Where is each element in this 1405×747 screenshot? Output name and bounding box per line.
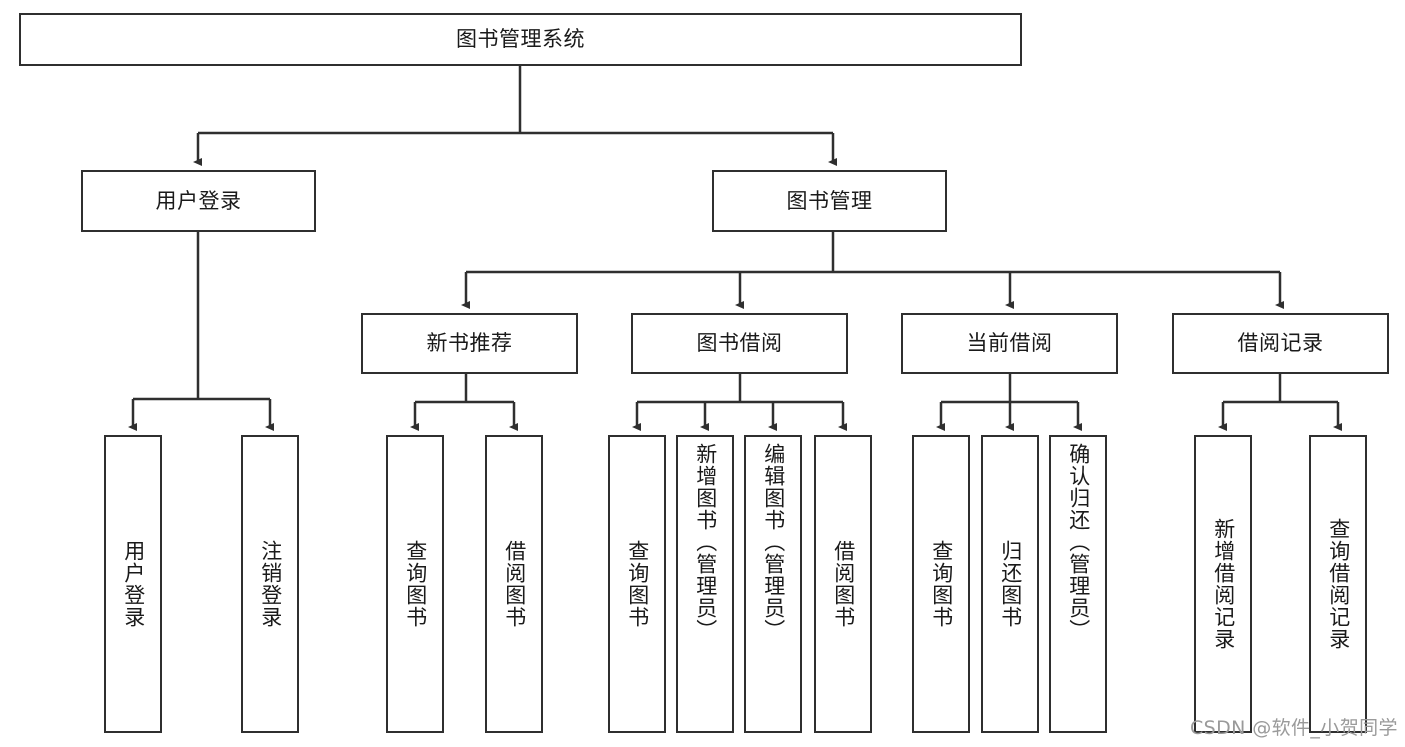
node-current-borrow[interactable]: 当前借阅 — [901, 313, 1118, 374]
node-borrow-record[interactable]: 借阅记录 — [1172, 313, 1389, 374]
leaf-query-borrow-record[interactable]: 查询借阅记录 — [1309, 435, 1367, 733]
node-book-management-label: 图书管理 — [786, 188, 873, 213]
leaf-edit-book-admin-label: 编辑图书（管理员） — [761, 443, 786, 641]
leaf-query-borrow-record-label: 查询借阅记录 — [1326, 518, 1351, 650]
node-user-login[interactable]: 用户登录 — [81, 170, 316, 232]
leaf-query-book-1-label: 查询图书 — [403, 540, 428, 628]
leaf-query-book-2-label: 查询图书 — [625, 540, 650, 628]
node-current-borrow-label: 当前借阅 — [966, 331, 1053, 356]
node-new-book-recommend-label: 新书推荐 — [426, 331, 513, 356]
leaf-borrow-book-2[interactable]: 借阅图书 — [814, 435, 872, 733]
node-borrow-record-label: 借阅记录 — [1237, 331, 1324, 356]
node-new-book-recommend[interactable]: 新书推荐 — [361, 313, 578, 374]
leaf-add-book-admin-label: 新增图书（管理员） — [693, 443, 718, 641]
leaf-query-book-3[interactable]: 查询图书 — [912, 435, 970, 733]
leaf-borrow-book-1-label: 借阅图书 — [502, 540, 527, 628]
node-root-label: 图书管理系统 — [456, 27, 585, 52]
watermark: CSDN @软件_小贺同学 — [1190, 717, 1398, 739]
leaf-query-book-2[interactable]: 查询图书 — [608, 435, 666, 733]
node-book-borrow[interactable]: 图书借阅 — [631, 313, 848, 374]
leaf-confirm-return-admin[interactable]: 确认归还（管理员） — [1049, 435, 1107, 733]
node-user-login-label: 用户登录 — [155, 188, 242, 213]
node-book-management[interactable]: 图书管理 — [712, 170, 947, 232]
leaf-logout-label: 注销登录 — [258, 540, 283, 628]
leaf-query-book-3-label: 查询图书 — [929, 540, 954, 628]
leaf-user-login-label: 用户登录 — [121, 540, 146, 628]
leaf-user-login[interactable]: 用户登录 — [104, 435, 162, 733]
leaf-borrow-book-1[interactable]: 借阅图书 — [485, 435, 543, 733]
node-root[interactable]: 图书管理系统 — [19, 13, 1022, 66]
node-book-borrow-label: 图书借阅 — [696, 331, 783, 356]
leaf-return-book-label: 归还图书 — [998, 540, 1023, 628]
leaf-add-borrow-record[interactable]: 新增借阅记录 — [1194, 435, 1252, 733]
leaf-add-borrow-record-label: 新增借阅记录 — [1211, 518, 1236, 650]
leaf-return-book[interactable]: 归还图书 — [981, 435, 1039, 733]
leaf-edit-book-admin[interactable]: 编辑图书（管理员） — [744, 435, 802, 733]
leaf-confirm-return-admin-label: 确认归还（管理员） — [1066, 443, 1091, 641]
leaf-logout[interactable]: 注销登录 — [241, 435, 299, 733]
leaf-add-book-admin[interactable]: 新增图书（管理员） — [676, 435, 734, 733]
leaf-query-book-1[interactable]: 查询图书 — [386, 435, 444, 733]
leaf-borrow-book-2-label: 借阅图书 — [831, 540, 856, 628]
